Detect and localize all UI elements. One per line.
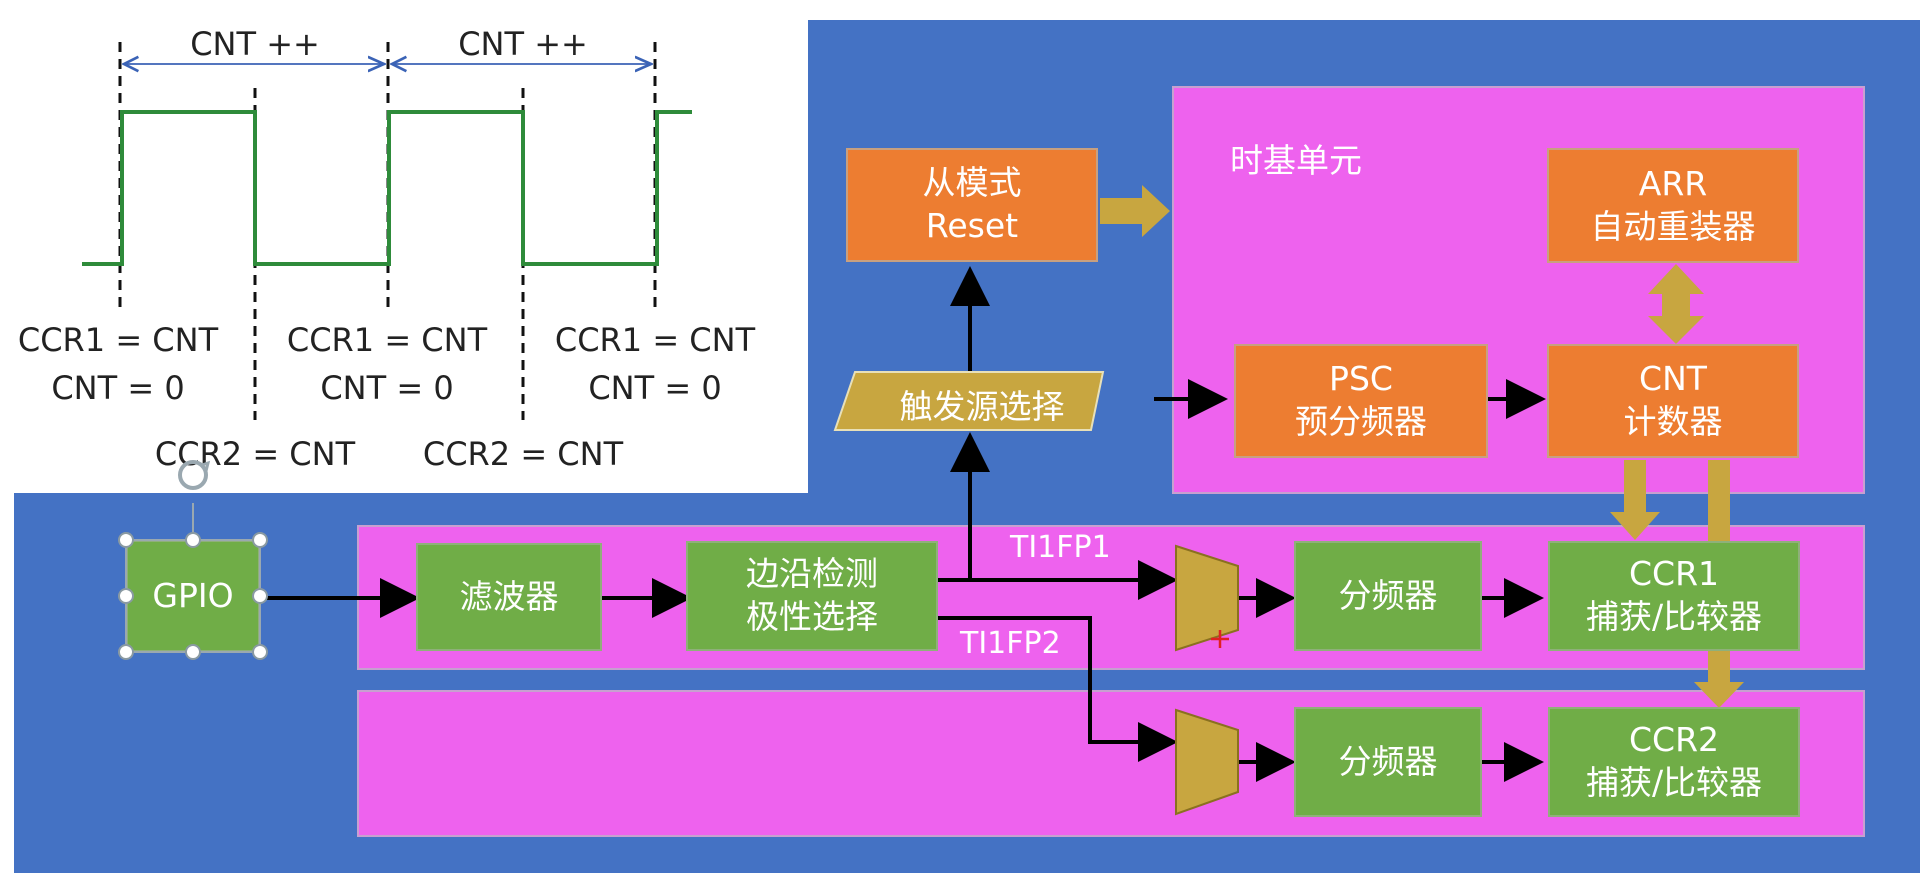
timebase-unit-title: 时基单元 (1230, 141, 1362, 180)
cursor-plus-icon (1211, 630, 1229, 648)
cnt-line2: 计数器 (1623, 402, 1723, 441)
reset-label-3-line1: CCR1 = CNT (554, 321, 756, 359)
prescaler-2-label: 分频器 (1338, 741, 1438, 781)
arrow-arr-cnt-bidirectional (1648, 264, 1704, 344)
slave-mode-line2: Reset (925, 206, 1019, 245)
reset-label-2-line1: CCR1 = CNT (286, 321, 488, 359)
reset-label-1: CCR1 = CNT CNT = 0 (0, 316, 236, 412)
prescaler-1-box[interactable]: 分频器 (1294, 541, 1482, 651)
psc-line1: PSC (1329, 359, 1393, 399)
arrow-cnt-to-ccr1 (1610, 460, 1660, 540)
trigger-select-shape (833, 371, 1105, 431)
edge-detect-line1: 边沿检测 (746, 554, 878, 594)
trigger-select-label[interactable]: 触发源选择 (899, 387, 1065, 426)
ccr2-line2: 捕获/比较器 (1585, 763, 1763, 802)
cnt-increment-label-1: CNT ++ (190, 25, 320, 63)
ccr1-line1: CCR1 (1628, 554, 1719, 594)
slave-mode-line1: 从模式 (922, 163, 1022, 203)
filter-box[interactable]: 滤波器 (416, 543, 602, 651)
slave-mode-box[interactable]: 从模式 Reset (846, 148, 1098, 262)
ccr1-box[interactable]: CCR1 捕获/比较器 (1548, 541, 1800, 651)
gpio-selection-handles[interactable] (110, 455, 280, 670)
cnt-box[interactable]: CNT 计数器 (1547, 344, 1799, 458)
ccr2-box[interactable]: CCR2 捕获/比较器 (1548, 707, 1800, 817)
filter-label: 滤波器 (459, 576, 559, 616)
prescaler-2-box[interactable]: 分频器 (1294, 707, 1482, 817)
arr-line2: 自动重装器 (1590, 206, 1756, 246)
mux-2-shape (1175, 708, 1239, 816)
psc-box[interactable]: PSC 预分频器 (1234, 344, 1488, 458)
arr-box[interactable]: ARR 自动重装器 (1547, 148, 1799, 263)
reset-label-3: CCR1 = CNT CNT = 0 (537, 316, 773, 412)
edge-detect-box[interactable]: 边沿检测 极性选择 (686, 541, 938, 651)
reset-label-2-line2: CNT = 0 (320, 369, 454, 407)
reset-label-1-line1: CCR1 = CNT (17, 321, 219, 359)
ti1fp1-label: TI1FP1 (1010, 530, 1111, 565)
ti1fp2-label: TI1FP2 (960, 626, 1061, 661)
arrow-ti1fp2-to-mux2 (938, 616, 1178, 762)
ccr2-line1: CCR2 (1628, 720, 1719, 760)
psc-line2: 预分频器 (1295, 402, 1427, 441)
arrow-slave-to-timebase (1100, 185, 1170, 237)
reset-label-2: CCR1 = CNT CNT = 0 (269, 316, 505, 412)
ccr1-line2: 捕获/比较器 (1585, 597, 1763, 636)
cnt-line1: CNT (1639, 359, 1707, 399)
reset-label-1-line2: CNT = 0 (51, 369, 185, 407)
gpio-label: GPIO (152, 575, 234, 615)
arr-line1: ARR (1638, 163, 1708, 203)
ccr2-label-2: CCR2 = CNT (422, 435, 624, 473)
timing-waveform (82, 42, 692, 420)
edge-detect-line2: 极性选择 (746, 597, 878, 636)
square-wave (82, 110, 692, 266)
cnt-increment-label-2: CNT ++ (458, 25, 588, 63)
reset-label-3-line2: CNT = 0 (588, 369, 722, 407)
mux-1-shape (1175, 544, 1239, 652)
prescaler-1-label: 分频器 (1338, 575, 1438, 615)
ccr2-label-1: CCR2 = CNT (154, 435, 356, 473)
rotate-handle-icon (178, 460, 211, 490)
